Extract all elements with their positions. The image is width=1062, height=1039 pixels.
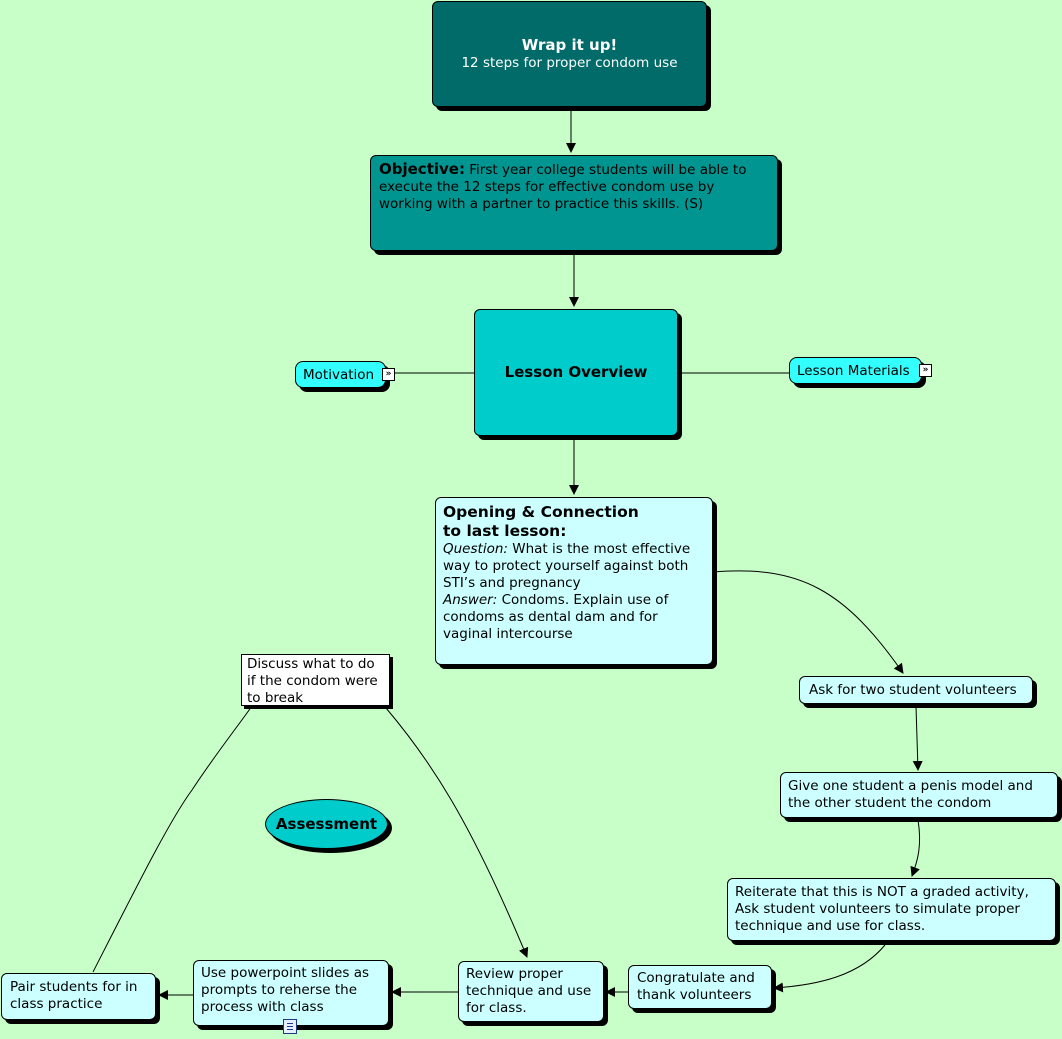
motivation-node[interactable]: Motivation <box>295 361 386 388</box>
motivation-label: Motivation <box>303 367 375 383</box>
lesson-overview-label: Lesson Overview <box>504 363 648 381</box>
double-chevron-icon[interactable]: » <box>382 368 395 381</box>
lesson-materials-label: Lesson Materials <box>797 363 910 379</box>
pair-text: Pair students for in class practice <box>10 979 138 1012</box>
volunteers-node[interactable]: Ask for two student volunteers <box>799 676 1033 704</box>
arrow-volunteers-give <box>912 705 923 771</box>
discuss-text: Discuss what to do if the condom were to… <box>247 656 378 706</box>
title-node[interactable]: Wrap it up! 12 steps for proper condom u… <box>432 1 707 107</box>
opening-question: Question: What is the most effective way… <box>443 541 705 592</box>
volunteers-text: Ask for two student volunteers <box>809 682 1017 698</box>
opening-title-line2: to last lesson: <box>443 522 567 540</box>
congratulate-text: Congratulate and thank volunteers <box>637 970 755 1003</box>
powerpoint-node[interactable]: Use powerpoint slides as prompts to rehe… <box>193 960 389 1026</box>
opening-answer: Answer: Condoms. Explain use of condoms … <box>443 592 705 643</box>
arrow-opening-volunteers <box>712 570 904 674</box>
review-node[interactable]: Review proper technique and use for clas… <box>458 961 604 1022</box>
arrow-give-reiterate <box>910 819 921 877</box>
reiterate-node[interactable]: Reiterate that this is NOT a graded acti… <box>727 878 1056 941</box>
assessment-node[interactable]: Assessment <box>265 799 388 849</box>
lesson-materials-node[interactable]: Lesson Materials <box>789 357 922 384</box>
give-model-node[interactable]: Give one student a penis model and the o… <box>780 772 1058 818</box>
answer-label: Answer: <box>443 592 498 608</box>
arrow-discuss-review <box>385 707 529 958</box>
double-chevron-icon[interactable]: » <box>919 364 932 377</box>
discuss-node[interactable]: Discuss what to do if the condom were to… <box>241 654 390 706</box>
powerpoint-text: Use powerpoint slides as prompts to rehe… <box>201 965 369 1015</box>
lesson-overview-node[interactable]: Lesson Overview <box>474 309 678 436</box>
opening-node[interactable]: Opening & Connection to last lesson: Que… <box>435 497 713 665</box>
assessment-label: Assessment <box>275 815 378 833</box>
objective-label: Objective: <box>379 160 465 178</box>
subtitle-text: 12 steps for proper condom use <box>461 55 678 71</box>
line-pair-discuss <box>92 705 253 973</box>
title-text: Wrap it up! <box>521 36 618 54</box>
opening-title-line1: Opening & Connection <box>443 503 639 521</box>
document-note-icon[interactable] <box>283 1019 297 1034</box>
objective-paragraph: Objective: First year college students w… <box>379 161 769 213</box>
answer-text: Condoms. Explain use of condoms as denta… <box>443 592 669 642</box>
congratulate-node[interactable]: Congratulate and thank volunteers <box>628 965 772 1009</box>
review-text: Review proper technique and use for clas… <box>466 966 592 1016</box>
pair-node[interactable]: Pair students for in class practice <box>1 973 156 1020</box>
objective-node[interactable]: Objective: First year college students w… <box>370 155 778 251</box>
question-text: What is the most effective way to protec… <box>443 541 691 591</box>
reiterate-text: Reiterate that this is NOT a graded acti… <box>735 884 1029 934</box>
objective-text: First year college students will be able… <box>379 162 747 212</box>
question-label: Question: <box>443 541 508 557</box>
arrow-reiterate-congratulate <box>773 944 886 993</box>
give-model-text: Give one student a penis model and the o… <box>788 778 1033 811</box>
